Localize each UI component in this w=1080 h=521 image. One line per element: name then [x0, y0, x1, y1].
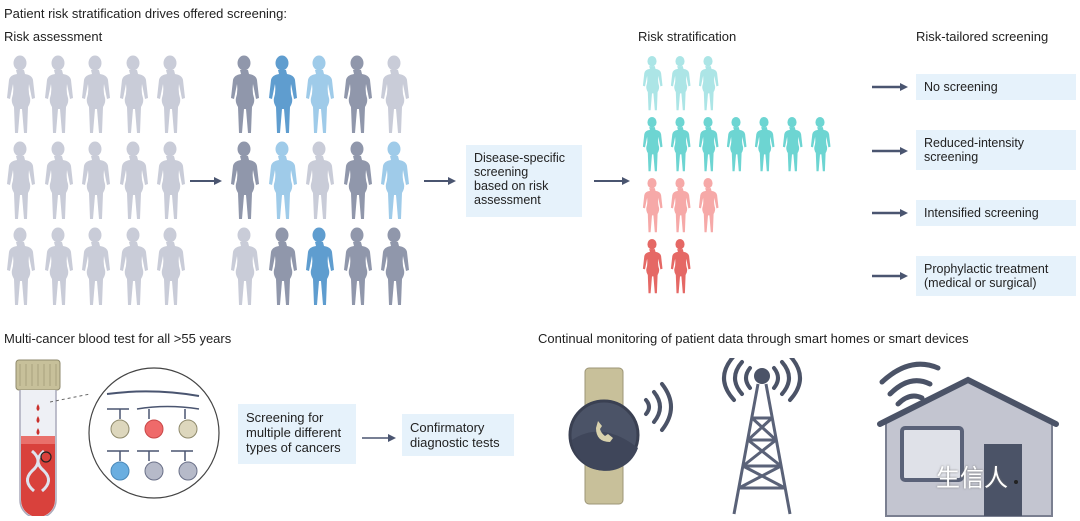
section-blood-test: Multi-cancer blood test for all >55 year… [4, 331, 232, 346]
person-icon [698, 55, 719, 111]
person-icon [44, 55, 73, 133]
person-icon [157, 55, 185, 133]
section-monitoring: Continual monitoring of patient data thr… [538, 331, 969, 346]
smart-home-icon [877, 361, 1059, 517]
person-icon [642, 177, 663, 233]
person-icon [642, 55, 663, 111]
confirmatory-tests-box: Confirmatory diagnostic tests [402, 414, 514, 456]
person-icon [782, 116, 803, 172]
person-icon [381, 141, 409, 219]
person-icon [670, 238, 691, 294]
blood-sample-magnified-icon [88, 367, 220, 499]
person-icon [82, 141, 110, 219]
disease-specific-screening-box: Disease-specific screening based on risk… [466, 145, 582, 217]
arrow-icon [872, 147, 908, 155]
person-icon [343, 227, 372, 305]
person-icon [810, 116, 831, 172]
person-icon [306, 141, 334, 219]
person-icon [231, 55, 259, 133]
arrow-icon [872, 209, 908, 217]
section-risk-assessment: Risk assessment [4, 29, 103, 44]
person-icon [231, 141, 259, 219]
person-icon [642, 238, 663, 294]
person-icon [381, 227, 409, 305]
person-icon [82, 227, 110, 305]
person-icon [670, 55, 691, 111]
person-icon [119, 141, 148, 219]
person-icon [157, 227, 185, 305]
section-risk-tailored-screening: Risk-tailored screening [916, 29, 1049, 44]
person-icon [119, 55, 148, 133]
person-icon [231, 227, 259, 305]
person-icon [306, 227, 334, 305]
person-icon [82, 55, 110, 133]
person-icon [698, 177, 719, 233]
person-icon [268, 141, 297, 219]
blood-tube-icon [15, 359, 61, 516]
dashed-connector [50, 393, 91, 403]
smartwatch-icon [568, 367, 673, 505]
person-icon [44, 141, 73, 219]
person-icon [670, 177, 691, 233]
no-screening-box: No screening [916, 74, 1076, 100]
arrow-icon [872, 272, 908, 280]
person-icon [7, 55, 35, 133]
person-icon [119, 227, 148, 305]
section-risk-stratification: Risk stratification [638, 29, 737, 44]
arrow-icon [424, 177, 456, 185]
person-icon [268, 227, 297, 305]
person-icon [698, 116, 719, 172]
person-icon [381, 55, 409, 133]
arrow-icon [362, 434, 396, 442]
person-icon [268, 55, 297, 133]
person-icon [343, 55, 372, 133]
person-icon [306, 55, 334, 133]
figure-title: Patient risk stratification drives offer… [4, 6, 288, 21]
intensified-screening-box: Intensified screening [916, 200, 1076, 226]
prophylactic-treatment-box: Prophylactic treatment (medical or surgi… [916, 256, 1076, 296]
person-icon [754, 116, 775, 172]
watermark: 生信人 [936, 465, 1008, 492]
screening-multiple-cancers-box: Screening for multiple different types o… [238, 404, 356, 464]
arrow-icon [594, 177, 630, 185]
person-icon [7, 141, 35, 219]
arrow-icon [872, 83, 908, 91]
person-icon [670, 116, 691, 172]
person-icon [44, 227, 73, 305]
reduced-intensity-screening-box: Reduced-intensity screening [916, 130, 1076, 170]
cell-tower-icon [722, 358, 802, 515]
person-icon [726, 116, 747, 172]
person-icon [7, 227, 35, 305]
arrow-icon [190, 177, 222, 185]
person-icon [343, 141, 372, 219]
person-icon [642, 116, 663, 172]
person-icon [157, 141, 185, 219]
